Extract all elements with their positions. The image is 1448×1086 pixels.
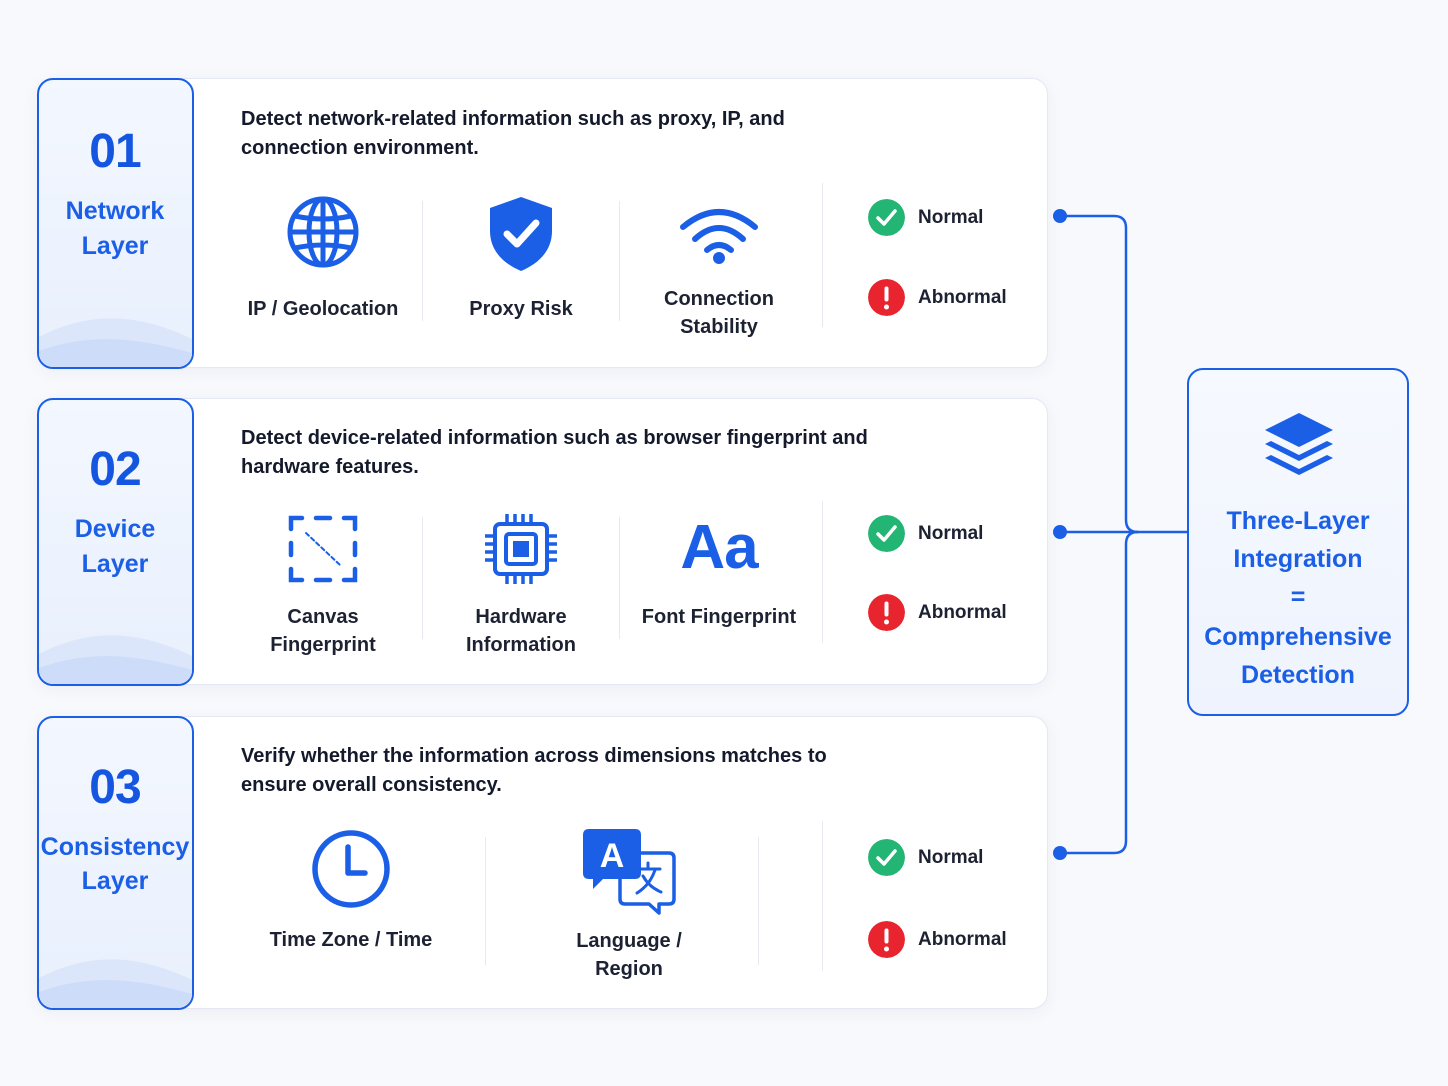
shield-check-icon — [490, 197, 552, 271]
status-abnormal: Abnormal — [868, 279, 1028, 317]
divider — [422, 201, 423, 321]
wifi-icon — [680, 209, 758, 264]
summary-line2: Integration — [1233, 545, 1363, 573]
chip-icon — [485, 514, 557, 584]
summary-box: Three-Layer Integration = Comprehensive … — [1187, 368, 1409, 716]
layer-name-line2: Layer — [81, 866, 149, 895]
alert-circle-icon — [868, 279, 905, 316]
divider — [619, 517, 620, 639]
divider — [422, 517, 423, 639]
layer-number: 01 — [89, 124, 141, 178]
status-abnormal: Abnormal — [868, 594, 1028, 632]
status-normal: Normal — [868, 199, 1028, 237]
summary-line5: Detection — [1241, 661, 1355, 689]
status-abnormal: Abnormal — [868, 921, 1028, 959]
feature-ip-geolocation: IP / Geolocation — [238, 195, 408, 345]
layer-name-line2: Layer — [81, 231, 149, 260]
check-circle-icon — [868, 199, 905, 236]
layer-number: 02 — [89, 442, 141, 496]
feature-label: Font Fingerprint — [641, 606, 797, 628]
status-abnormal-label: Abnormal — [918, 287, 1007, 308]
feature-hardware-information: Hardware Information — [436, 513, 606, 663]
layer-tab-network: 01 Network Layer — [36, 77, 194, 369]
font-icon: Aa — [680, 513, 758, 582]
layer-description: Detect device-related information such a… — [241, 427, 868, 478]
status-normal: Normal — [868, 839, 1028, 877]
layer-name-line2: Layer — [81, 549, 149, 578]
wave-decoration — [38, 634, 192, 684]
status-normal-label: Normal — [918, 207, 984, 228]
layer-name-line1: Device — [74, 514, 156, 543]
wave-decoration — [38, 317, 192, 367]
connector-lines — [1053, 209, 1188, 860]
feature-proxy-risk: Proxy Risk — [436, 195, 606, 345]
feature-label: Canvas Fingerprint — [270, 606, 376, 656]
status-normal-label: Normal — [918, 847, 984, 868]
layer-description: Detect network-related information such … — [241, 108, 785, 159]
divider — [619, 201, 620, 321]
feature-language-region: A Language / Region — [544, 829, 714, 989]
feature-label: Time Zone / Time — [269, 929, 433, 951]
connector-dot — [1053, 525, 1067, 539]
translate-icon: A — [583, 829, 676, 915]
feature-label: IP / Geolocation — [247, 298, 399, 320]
divider — [758, 837, 759, 965]
layer-name-line1: Network — [65, 196, 165, 225]
status-normal-label: Normal — [918, 523, 984, 544]
summary-line1: Three-Layer — [1226, 507, 1370, 535]
canvas-select-icon — [288, 515, 358, 583]
translate-icon-letter: A — [600, 837, 625, 875]
clock-icon — [312, 830, 390, 908]
divider — [822, 821, 823, 971]
feature-connection-stability: Connection Stability — [634, 205, 804, 355]
feature-label: Connection Stability — [664, 288, 774, 338]
layer-tab-consistency: 03 Consistency Layer — [36, 715, 194, 1010]
divider — [822, 501, 823, 643]
status-normal: Normal — [868, 515, 1028, 553]
divider — [485, 837, 486, 965]
check-circle-icon — [868, 839, 905, 876]
summary-line3: = — [1290, 583, 1306, 611]
check-circle-icon — [868, 515, 905, 552]
divider — [822, 183, 823, 327]
stack-layers-icon — [1265, 413, 1333, 475]
alert-circle-icon — [868, 594, 905, 631]
connector-dot — [1053, 846, 1067, 860]
connector-dot — [1053, 209, 1067, 223]
wave-decoration — [38, 958, 192, 1008]
status-abnormal-label: Abnormal — [918, 602, 1007, 623]
alert-circle-icon — [868, 921, 905, 958]
feature-label: Hardware Information — [466, 606, 576, 656]
layer-tab-device: 02 Device Layer — [36, 397, 194, 686]
layer-card-network: 01 Network Layer Detect network-related … — [36, 77, 1048, 369]
summary-line4: Comprehensive — [1204, 623, 1392, 651]
layer-card-consistency: 03 Consistency Layer Verify whether the … — [36, 715, 1048, 1010]
feature-label: Language / Region — [576, 930, 682, 980]
layer-number: 03 — [89, 760, 141, 814]
globe-icon — [287, 196, 359, 268]
feature-font-fingerprint: Aa Font Fingerprint — [634, 511, 804, 661]
status-abnormal-label: Abnormal — [918, 929, 1007, 950]
feature-time-zone: Time Zone / Time — [266, 829, 436, 989]
layer-card-device: 02 Device Layer Detect device-related in… — [36, 397, 1048, 686]
feature-canvas-fingerprint: Canvas Fingerprint — [238, 515, 408, 665]
layer-description: Verify whether the information across di… — [241, 745, 827, 796]
layer-name-line1: Consistency — [40, 832, 190, 861]
feature-label: Proxy Risk — [469, 298, 573, 320]
